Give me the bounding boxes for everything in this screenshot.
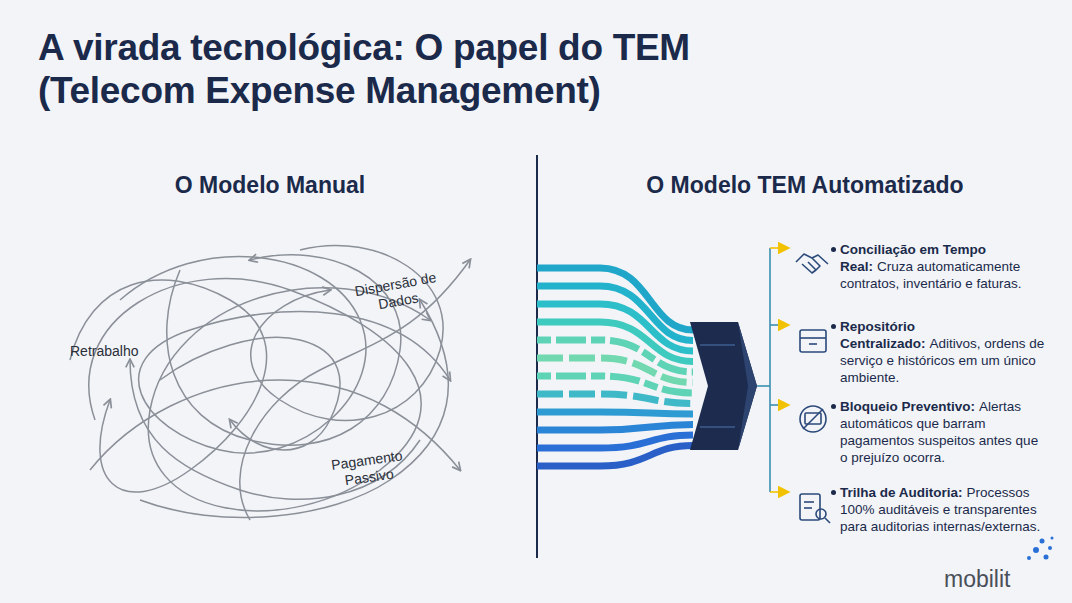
feature-item: Trilha de Auditoria:Processos 100% audit… (840, 484, 1048, 535)
bullet-dot (831, 247, 836, 252)
problem-label: Retrabalho (70, 343, 170, 360)
problem-label: Dispersão de Dados (350, 268, 444, 317)
feature-item: Bloqueio Preventivo:Alertas automáticos … (840, 398, 1048, 466)
feature-item: Repositório Centralizado:Aditivos, orden… (840, 318, 1048, 386)
data-stream (537, 286, 693, 341)
feature-item: Conciliação em Tempo Real:Cruza automati… (840, 241, 1048, 292)
feature-heading: Trilha de Auditoria: (840, 485, 963, 500)
data-stream (537, 446, 693, 467)
fan-out-lines (757, 248, 788, 492)
diagram-title: A virada tecnológica: O papel do TEM (Te… (38, 26, 818, 112)
section-heading: O Modelo Manual (120, 172, 420, 200)
scribble (70, 246, 470, 520)
item-icons (796, 254, 830, 523)
bullet-dot (831, 490, 836, 495)
data-stream (537, 376, 693, 393)
data-stream (537, 425, 693, 431)
data-stream (537, 394, 693, 404)
feature-heading: Bloqueio Preventivo: (840, 399, 975, 414)
bullet-dot (831, 404, 836, 409)
problem-label: Pagamento Passivo (320, 446, 416, 492)
feature-heading: Repositório Centralizado: (840, 319, 926, 351)
brand-logo: mobilit (944, 566, 1054, 594)
data-stream (537, 412, 693, 414)
bullet-dot (831, 324, 836, 329)
section-heading: O Modelo TEM Automatizado (590, 172, 1020, 200)
data-streams (537, 268, 693, 466)
logo-dots (1027, 537, 1054, 561)
hub-shape (690, 322, 757, 450)
